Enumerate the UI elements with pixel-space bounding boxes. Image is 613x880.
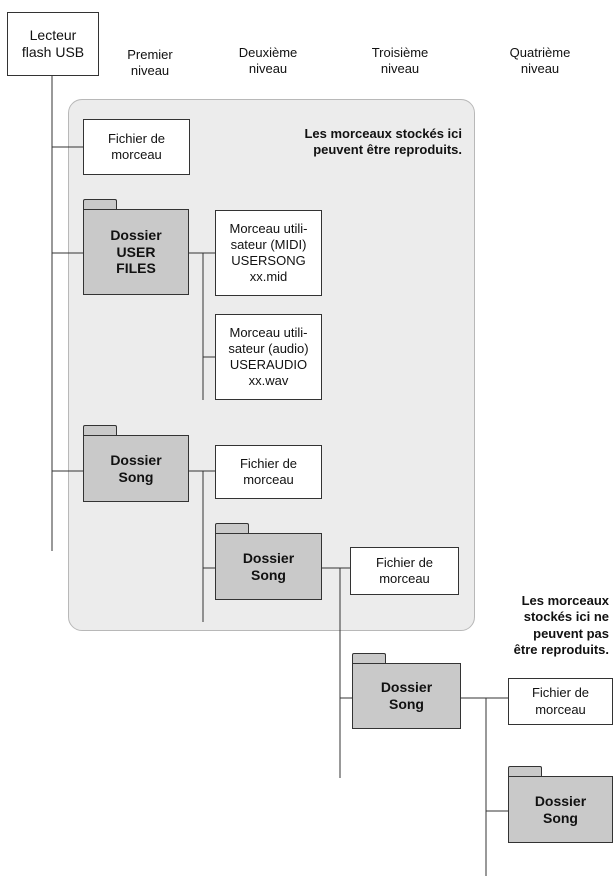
song-file-level4: Fichier de morceau [508, 678, 613, 725]
column-header-level-4: Quatrième niveau [509, 45, 571, 76]
user-files-folder-label: Dossier USER FILES [83, 209, 189, 295]
column-header-level-3: Troisième niveau [371, 45, 429, 76]
column-header-level-1: Premier niveau [127, 47, 173, 78]
song-folder-level2-label: Dossier Song [215, 533, 322, 600]
usb-drive-root: Lecteur flash USB [7, 12, 99, 76]
user-song-midi-file: Morceau utili- sateur (MIDI) USERSONG xx… [215, 210, 322, 296]
user-song-audio-file: Morceau utili- sateur (audio) USERAUDIO … [215, 314, 322, 400]
song-file-level3: Fichier de morceau [350, 547, 459, 595]
note-not-playable: Les morceaux stockés ici ne peuvent pas … [513, 593, 609, 657]
song-folder-level3-label: Dossier Song [352, 663, 461, 729]
song-folder-level1-label: Dossier Song [83, 435, 189, 502]
song-file-level2: Fichier de morceau [215, 445, 322, 499]
note-playable: Les morceaux stockés ici peuvent être re… [304, 126, 462, 158]
song-folder-level4-label: Dossier Song [508, 776, 613, 843]
folder-tab-icon [508, 766, 542, 777]
song-file-level1: Fichier de morceau [83, 119, 190, 175]
folder-tab-icon [83, 199, 117, 210]
folder-tab-icon [352, 653, 386, 664]
column-header-level-2: Deuxième niveau [238, 45, 298, 76]
folder-tab-icon [215, 523, 249, 534]
folder-tab-icon [83, 425, 117, 436]
